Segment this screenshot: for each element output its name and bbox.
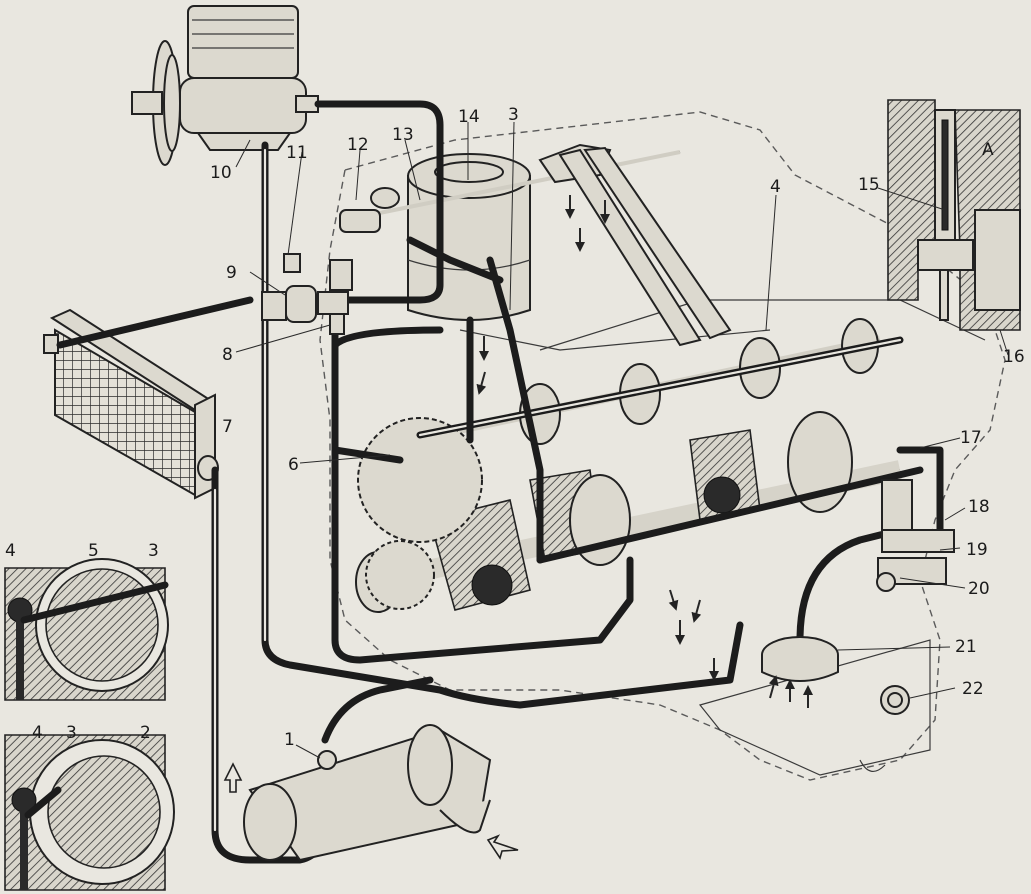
part-labels: 1 2 3 3 3 4 4 4 5 6 7 8 9 10 11 12 13 14… xyxy=(5,105,1025,750)
label-8: 8 xyxy=(222,345,233,365)
label-17: 17 xyxy=(960,428,982,448)
label-5: 5 xyxy=(88,541,99,561)
inset-injector-detail xyxy=(887,99,1021,331)
filter-assembly-18-20 xyxy=(876,479,955,592)
label-3-upper-inset: 3 xyxy=(148,541,159,561)
label-20: 20 xyxy=(968,579,990,599)
label-4-lower-inset: 4 xyxy=(32,723,43,743)
oil-receiver-21 xyxy=(761,636,839,682)
label-A: A xyxy=(982,140,994,160)
valves-8-9 xyxy=(261,253,353,335)
label-11: 11 xyxy=(286,143,308,163)
label-1: 1 xyxy=(284,730,295,750)
label-7: 7 xyxy=(222,417,233,437)
label-3-main: 3 xyxy=(508,105,519,125)
label-14: 14 xyxy=(458,107,480,127)
label-19: 19 xyxy=(966,540,988,560)
rocker-shaft xyxy=(339,143,732,347)
label-9: 9 xyxy=(226,263,237,283)
inset-bearing-lower xyxy=(4,734,175,891)
label-12: 12 xyxy=(347,135,369,155)
inset-bearing-upper xyxy=(4,558,169,701)
oil-pump-1 xyxy=(243,724,492,862)
label-18: 18 xyxy=(968,497,990,517)
label-3-lower-inset: 3 xyxy=(66,723,77,743)
label-6: 6 xyxy=(288,455,299,475)
label-10: 10 xyxy=(210,163,232,183)
drain-plug-22 xyxy=(880,685,910,715)
label-2: 2 xyxy=(140,723,151,743)
label-15: 15 xyxy=(858,175,880,195)
label-4-main: 4 xyxy=(770,177,781,197)
flow-arrows xyxy=(223,195,813,860)
leader-lines xyxy=(235,121,1009,759)
oil-radiator-7 xyxy=(43,308,219,500)
label-4-upper-inset: 4 xyxy=(5,541,16,561)
label-16: 16 xyxy=(1003,347,1025,367)
label-13: 13 xyxy=(392,125,414,145)
crankshaft xyxy=(355,411,903,613)
air-compressor-10 xyxy=(131,5,319,166)
label-22: 22 xyxy=(962,679,984,699)
label-21: 21 xyxy=(955,637,977,657)
